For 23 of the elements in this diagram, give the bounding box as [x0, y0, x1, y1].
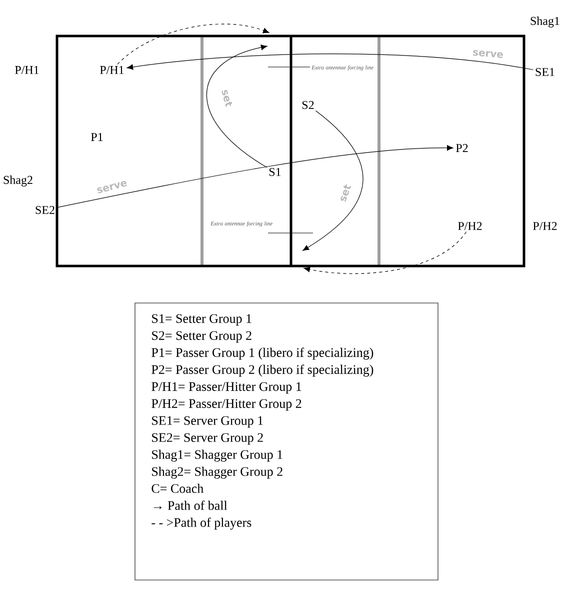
court-label: P1	[91, 133, 103, 141]
arrow	[117, 24, 270, 65]
player-label: P/H2	[458, 222, 482, 230]
arrow	[206, 44, 268, 168]
court-label: P/H1	[15, 66, 39, 74]
set-label: set	[340, 184, 352, 202]
arrow	[56, 145, 454, 208]
court-label: Shag1	[530, 16, 560, 28]
serve-label: serve	[472, 50, 503, 58]
player-label: S1	[269, 168, 281, 176]
player-label: P/H1	[100, 66, 124, 74]
player-label: SE1	[536, 68, 554, 76]
arrow	[302, 110, 364, 251]
court-label: Shag2	[4, 176, 32, 186]
player-label: P2	[456, 144, 468, 152]
legend-box: S1= Setter Group 1 S2= Setter Group 2 P1= Passer Group 1 (libero if specializing) P2= Passer Group 2 (libero if specializing) P/H1= Passer/Hitter Group 1 P/H2= Passer/Hitter Group 2 SE1= Server Group 1 SE2= Server Group 2 Shag1= Shagger Group 1 Shag2= Shagger Group 2 C= Coach → Path of ball - - >Path of players	[134, 302, 438, 580]
arrow	[304, 231, 467, 274]
arrow	[126, 54, 534, 70]
player-label: SE2	[36, 206, 54, 214]
set-label: set	[222, 90, 232, 107]
serve-label: serve	[97, 180, 127, 194]
player-label: S2	[302, 100, 314, 110]
court-label: P/H2	[533, 222, 557, 230]
